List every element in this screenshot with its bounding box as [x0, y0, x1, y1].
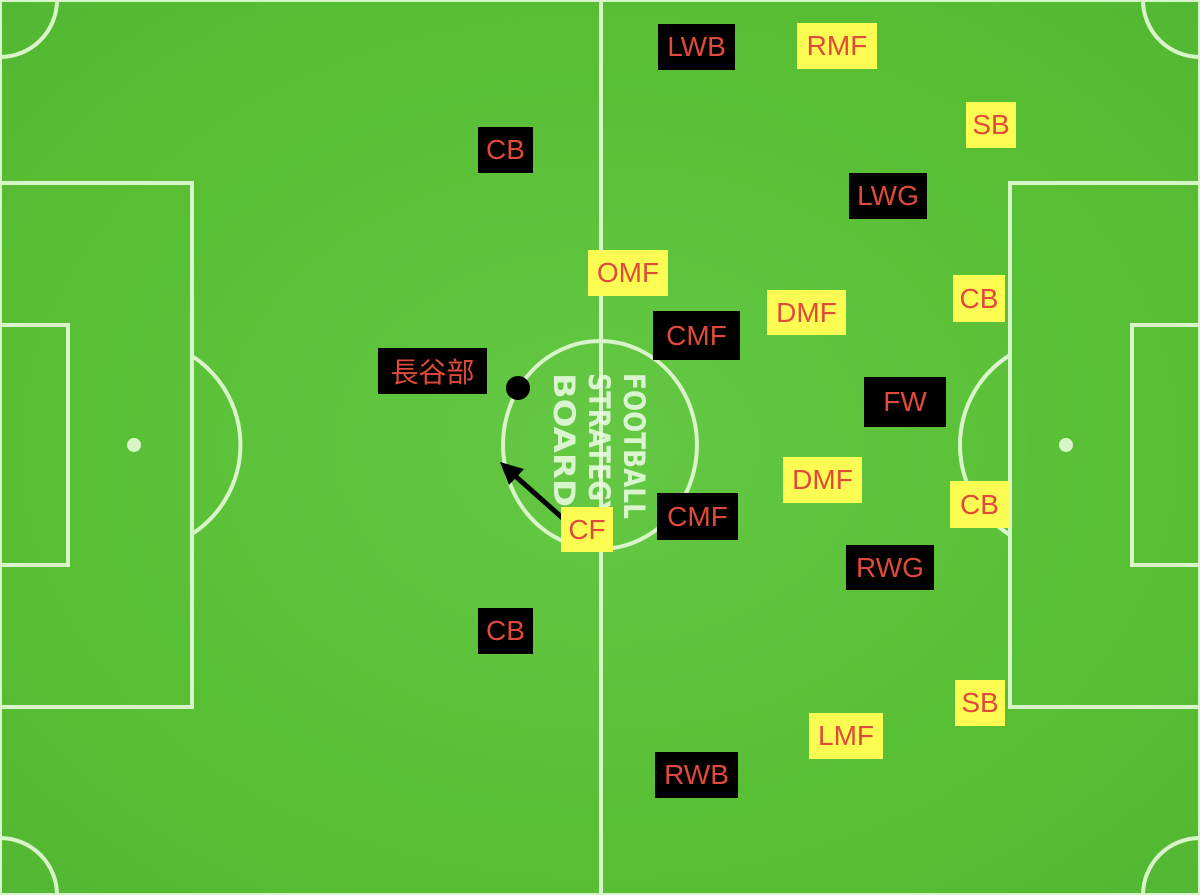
player-yellow-dmf-lower[interactable]: DMF	[783, 457, 862, 503]
corner-arc-top-left	[0, 0, 59, 59]
left-goal-area	[0, 323, 70, 567]
ball-icon[interactable]	[506, 376, 530, 400]
corner-arc-top-right	[1141, 0, 1200, 59]
player-yellow-omf[interactable]: OMF	[588, 250, 668, 296]
logo-line-2: STRATEGY	[582, 373, 616, 520]
player-black-lwg[interactable]: LWG	[849, 173, 927, 219]
player-black-fw[interactable]: FW	[864, 377, 946, 427]
left-penalty-arc	[190, 354, 243, 536]
logo-line-1: FOOTBALL	[617, 373, 651, 519]
player-yellow-sb-bottom[interactable]: SB	[955, 680, 1005, 726]
player-black-rwg[interactable]: RWG	[846, 545, 934, 590]
player-black-cmf-lower[interactable]: CMF	[657, 493, 738, 540]
corner-arc-bottom-left	[0, 836, 59, 895]
right-penalty-area	[1008, 181, 1200, 709]
player-black-rwb[interactable]: RWB	[655, 752, 738, 798]
player-black-hasebe[interactable]: 長谷部	[378, 348, 487, 394]
right-goal-area	[1130, 323, 1200, 567]
player-yellow-cb-lower[interactable]: CB	[950, 481, 1009, 528]
right-penalty-spot	[1059, 438, 1073, 452]
player-black-cmf-upper[interactable]: CMF	[653, 311, 740, 360]
player-black-lwb[interactable]: LWB	[658, 24, 735, 70]
player-yellow-rmf[interactable]: RMF	[797, 23, 877, 69]
left-penalty-area	[0, 181, 194, 709]
arrow-icon[interactable]	[500, 462, 570, 525]
player-yellow-cf[interactable]: CF	[561, 507, 613, 552]
player-yellow-sb-top[interactable]: SB	[966, 102, 1016, 148]
player-black-cb-bottom[interactable]: CB	[478, 608, 533, 654]
left-penalty-spot	[127, 438, 141, 452]
player-black-cb-top[interactable]: CB	[478, 127, 533, 173]
player-yellow-dmf-upper[interactable]: DMF	[767, 290, 846, 335]
player-yellow-cb-upper[interactable]: CB	[953, 275, 1005, 322]
player-yellow-lmf[interactable]: LMF	[809, 713, 883, 759]
corner-arc-bottom-right	[1141, 836, 1200, 895]
board-logo: FOOTBALL STRATEGY BOARD	[547, 373, 651, 520]
logo-line-3: BOARD	[547, 373, 581, 507]
